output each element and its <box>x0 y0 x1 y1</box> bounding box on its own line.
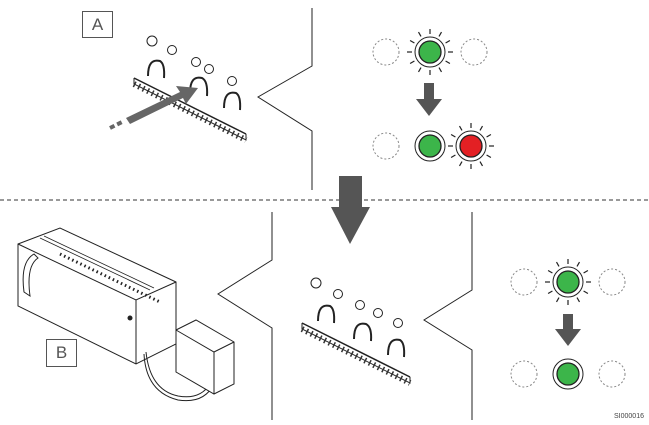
down-arrow-icon <box>555 314 581 346</box>
blink-ray <box>555 261 560 267</box>
blink-ray <box>555 297 560 303</box>
led-off-icon <box>372 38 400 66</box>
step-label-b: B <box>46 339 77 367</box>
blink-ray <box>576 297 581 303</box>
blink-ray <box>445 60 451 65</box>
push-arrow-icon <box>109 86 198 130</box>
blink-ray <box>583 290 589 295</box>
down-arrow-icon <box>416 83 442 116</box>
blink-ray <box>445 39 451 44</box>
zoom-divider-top <box>257 8 313 190</box>
blink-ray <box>458 125 463 131</box>
led-blinking-green-icon <box>407 29 453 75</box>
led-off-icon <box>460 38 488 66</box>
blink-ray <box>409 39 415 44</box>
blink-ray <box>547 290 553 295</box>
blink-ray <box>409 60 415 65</box>
blink-ray <box>417 67 422 73</box>
blink-ray <box>486 133 492 138</box>
zoom-divider-left <box>217 212 273 420</box>
blink-ray <box>479 125 484 131</box>
blink-ray <box>438 67 443 73</box>
zoom-divider-right <box>423 212 473 420</box>
blink-ray <box>583 269 589 274</box>
led-off-icon <box>510 360 538 388</box>
led-green-icon <box>414 130 446 162</box>
blink-ray <box>450 154 456 159</box>
led-off-icon <box>510 268 538 296</box>
blink-ray <box>547 269 553 274</box>
led-off-icon <box>372 132 400 160</box>
blink-ray <box>450 133 456 138</box>
led-blinking-green-icon <box>545 259 591 305</box>
blink-ray <box>438 31 443 37</box>
led-off-icon <box>598 360 626 388</box>
led-green-icon <box>552 358 584 390</box>
step-label-a: A <box>82 11 113 38</box>
blink-ray <box>458 161 463 167</box>
blink-ray <box>486 154 492 159</box>
led-off-icon <box>598 268 626 296</box>
controller-unit <box>17 227 235 402</box>
controller-closeup-bottom <box>300 277 412 386</box>
figure-code: SI000016 <box>614 413 644 420</box>
blink-ray <box>417 31 422 37</box>
blink-ray <box>479 161 484 167</box>
controller-closeup-top <box>132 35 248 143</box>
led-blinking-red-icon <box>448 123 494 169</box>
down-arrow-icon <box>331 176 370 244</box>
blink-ray <box>576 261 581 267</box>
